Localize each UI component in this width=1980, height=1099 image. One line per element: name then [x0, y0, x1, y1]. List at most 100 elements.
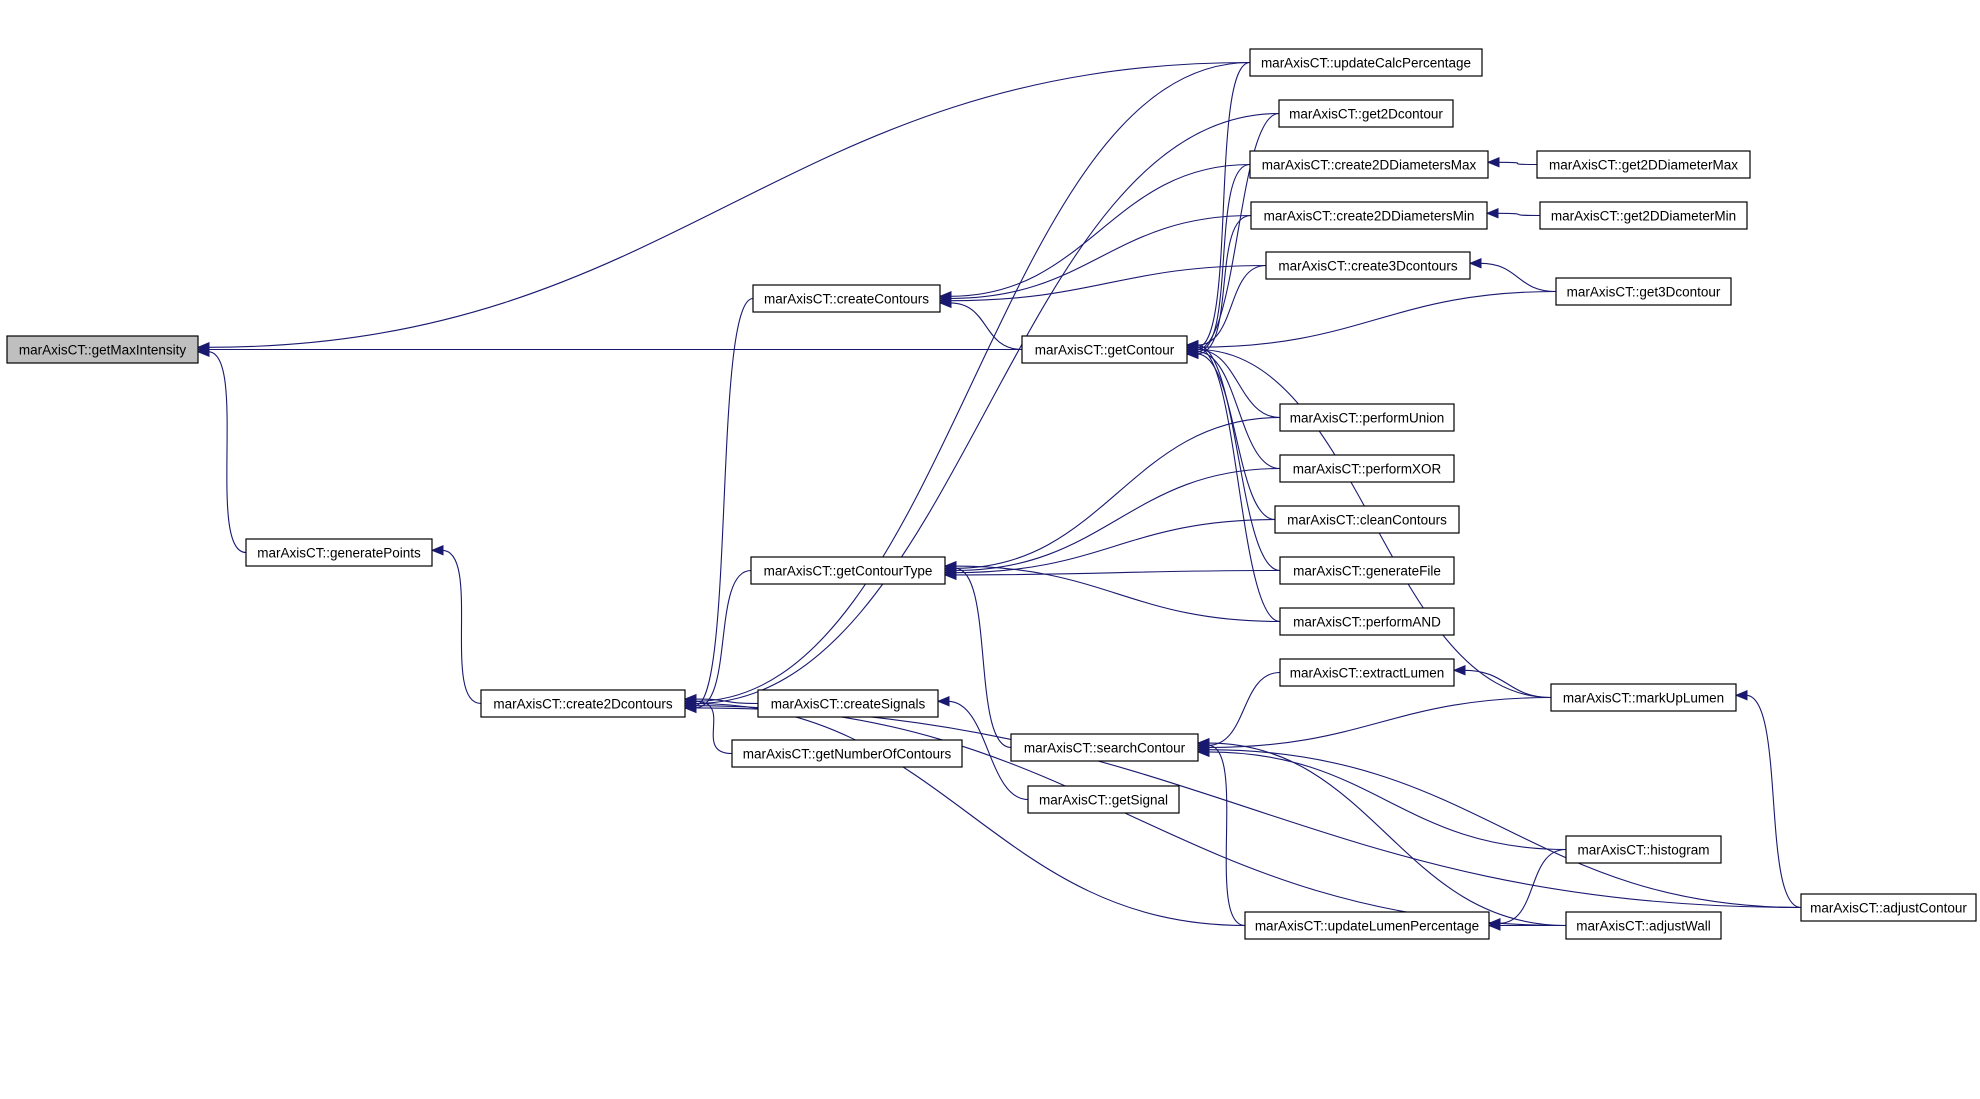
arrowhead-searchContour-to-getContourType	[943, 563, 957, 574]
edge-get2Dcontour-to-getContour	[1196, 112, 1280, 351]
node-label: marAxisCT::create2DDiametersMax	[1262, 158, 1477, 173]
node-box	[1536, 150, 1751, 179]
arrowhead-getContour-to-createContours	[938, 297, 952, 309]
node-updateCalcPercentage[interactable]: marAxisCT::updateCalcPercentage	[1249, 48, 1483, 77]
node-label: marAxisCT::get2DDiameterMax	[1549, 158, 1738, 173]
node-box	[1565, 835, 1722, 864]
node-create2Dcontours[interactable]: marAxisCT::create2Dcontours	[480, 689, 686, 718]
edge-performAND-to-getContourType	[954, 565, 1281, 623]
node-getNumberOfContours[interactable]: marAxisCT::getNumberOfContours	[731, 739, 963, 768]
edge-get2DDiameterMax-to-create2DDiametersMax	[1497, 161, 1538, 166]
edge-generateFile-to-getContourType	[954, 569, 1281, 576]
node-get2DDiameterMin[interactable]: marAxisCT::get2DDiameterMin	[1539, 201, 1748, 230]
node-create2DDiametersMax[interactable]: marAxisCT::create2DDiametersMax	[1249, 150, 1489, 179]
node-searchContour[interactable]: marAxisCT::searchContour	[1010, 733, 1199, 762]
node-box	[752, 284, 941, 313]
node-createContours[interactable]: marAxisCT::createContours	[752, 284, 941, 313]
node-adjustWall[interactable]: marAxisCT::adjustWall	[1565, 911, 1722, 940]
node-create3Dcontours[interactable]: marAxisCT::create3Dcontours	[1265, 251, 1471, 280]
arrowhead-generateFile-to-getContourType	[943, 569, 957, 581]
arrowhead-create2Dcontours-to-generatePoints	[430, 545, 444, 556]
edge-performAND-to-getContour	[1196, 346, 1281, 623]
edge-histogram-to-searchContour	[1207, 751, 1567, 851]
edge-adjustContour-to-markUpLumen	[1745, 694, 1802, 909]
edge-create3Dcontours-to-getContour	[1196, 264, 1267, 346]
edge-cleanContours-to-getContourType	[954, 518, 1276, 574]
node-performUnion[interactable]: marAxisCT::performUnion	[1279, 403, 1455, 432]
node-get2DDiameterMax[interactable]: marAxisCT::get2DDiameterMax	[1536, 150, 1751, 179]
node-label: marAxisCT::getNumberOfContours	[743, 747, 952, 762]
node-label: marAxisCT::get2DDiameterMin	[1551, 209, 1736, 224]
node-box	[1800, 893, 1977, 922]
node-performXOR[interactable]: marAxisCT::performXOR	[1279, 454, 1455, 483]
node-label: marAxisCT::createSignals	[771, 697, 926, 712]
edge-generateFile-to-getContour	[1196, 344, 1281, 572]
node-box	[1274, 505, 1460, 534]
node-cleanContours[interactable]: marAxisCT::cleanContours	[1274, 505, 1460, 534]
node-box	[1279, 658, 1455, 687]
edge-performXOR-to-getContourType	[954, 467, 1281, 572]
node-label: marAxisCT::create2DDiametersMin	[1264, 209, 1475, 224]
edge-searchContour-to-getContourType	[954, 567, 1012, 749]
edge-getSignal-to-createSignals	[947, 700, 1029, 801]
node-generatePoints[interactable]: marAxisCT::generatePoints	[245, 538, 433, 567]
arrowhead-adjustContour-to-markUpLumen	[1734, 690, 1748, 701]
node-label: marAxisCT::histogram	[1577, 843, 1709, 858]
edge-updateCalcPercentage-to-getContour	[1196, 61, 1251, 348]
edge-get3Dcontour-to-getContour	[1196, 290, 1557, 348]
node-getContourType[interactable]: marAxisCT::getContourType	[750, 556, 946, 585]
arrowhead-generatePoints-to-getMaxIntensity	[196, 346, 210, 357]
node-histogram[interactable]: marAxisCT::histogram	[1565, 835, 1722, 864]
node-createSignals[interactable]: marAxisCT::createSignals	[757, 689, 939, 718]
node-label: marAxisCT::get3Dcontour	[1567, 285, 1721, 300]
node-markUpLumen[interactable]: marAxisCT::markUpLumen	[1550, 683, 1737, 712]
node-extractLumen[interactable]: marAxisCT::extractLumen	[1279, 658, 1455, 687]
node-get3Dcontour[interactable]: marAxisCT::get3Dcontour	[1555, 277, 1732, 306]
node-label: marAxisCT::getContour	[1035, 343, 1175, 358]
node-label: marAxisCT::getContourType	[764, 564, 933, 579]
node-box	[757, 689, 939, 718]
edge-markUpLumen-to-extractLumen	[1463, 669, 1552, 699]
node-label: marAxisCT::get2Dcontour	[1289, 107, 1443, 122]
node-box	[480, 689, 686, 718]
node-getSignal[interactable]: marAxisCT::getSignal	[1027, 785, 1180, 814]
arrowhead-get2DDiameterMin-to-create2DDiametersMin	[1485, 208, 1499, 219]
node-box	[1249, 150, 1489, 179]
node-label: marAxisCT::updateLumenPercentage	[1255, 919, 1479, 934]
edge-get2DDiameterMin-to-create2DDiametersMin	[1496, 212, 1541, 217]
node-box	[1565, 911, 1722, 940]
node-getMaxIntensity[interactable]: marAxisCT::getMaxIntensity	[6, 335, 199, 364]
node-label: marAxisCT::getSignal	[1039, 793, 1168, 808]
edge-getNumberOfContours-to-create2Dcontours	[694, 700, 733, 755]
edge-extractLumen-to-searchContour	[1207, 671, 1281, 746]
node-box	[750, 556, 946, 585]
node-updateLumenPercentage[interactable]: marAxisCT::updateLumenPercentage	[1244, 911, 1490, 940]
arrowhead-markUpLumen-to-getContour	[1185, 344, 1199, 355]
node-get2Dcontour[interactable]: marAxisCT::get2Dcontour	[1278, 99, 1454, 128]
arrowhead-adjustWall-to-updateLumenPercentage	[1487, 920, 1501, 931]
node-label: marAxisCT::generatePoints	[257, 546, 421, 561]
node-label: marAxisCT::generateFile	[1293, 564, 1441, 579]
node-create2DDiametersMin[interactable]: marAxisCT::create2DDiametersMin	[1250, 201, 1488, 230]
node-label: marAxisCT::updateCalcPercentage	[1261, 56, 1471, 71]
edge-updateCalcPercentage-to-getMaxIntensity	[207, 61, 1251, 348]
node-label: marAxisCT::create2Dcontours	[493, 697, 673, 712]
node-generateFile[interactable]: marAxisCT::generateFile	[1279, 556, 1455, 585]
node-label: marAxisCT::cleanContours	[1287, 513, 1447, 528]
edge-create2DDiametersMin-to-createContours	[949, 214, 1252, 300]
node-label: marAxisCT::performXOR	[1293, 462, 1442, 477]
arrowhead-markUpLumen-to-extractLumen	[1452, 665, 1466, 676]
node-box	[731, 739, 963, 768]
edge-create2DDiametersMax-to-getContour	[1196, 163, 1251, 353]
edge-generatePoints-to-getMaxIntensity	[207, 351, 247, 554]
edge-performXOR-to-getContour	[1196, 351, 1281, 470]
edge-adjustContour-to-searchContour	[1207, 749, 1802, 909]
node-box	[1250, 201, 1488, 230]
node-getContour[interactable]: marAxisCT::getContour	[1021, 335, 1188, 364]
node-label: marAxisCT::create3Dcontours	[1278, 259, 1458, 274]
arrowhead-get3Dcontour-to-create3Dcontours	[1468, 258, 1482, 269]
node-box	[1265, 251, 1471, 280]
node-performAND[interactable]: marAxisCT::performAND	[1279, 607, 1455, 636]
node-adjustContour[interactable]: marAxisCT::adjustContour	[1800, 893, 1977, 922]
edge-create2DDiametersMin-to-getContour	[1196, 214, 1252, 355]
